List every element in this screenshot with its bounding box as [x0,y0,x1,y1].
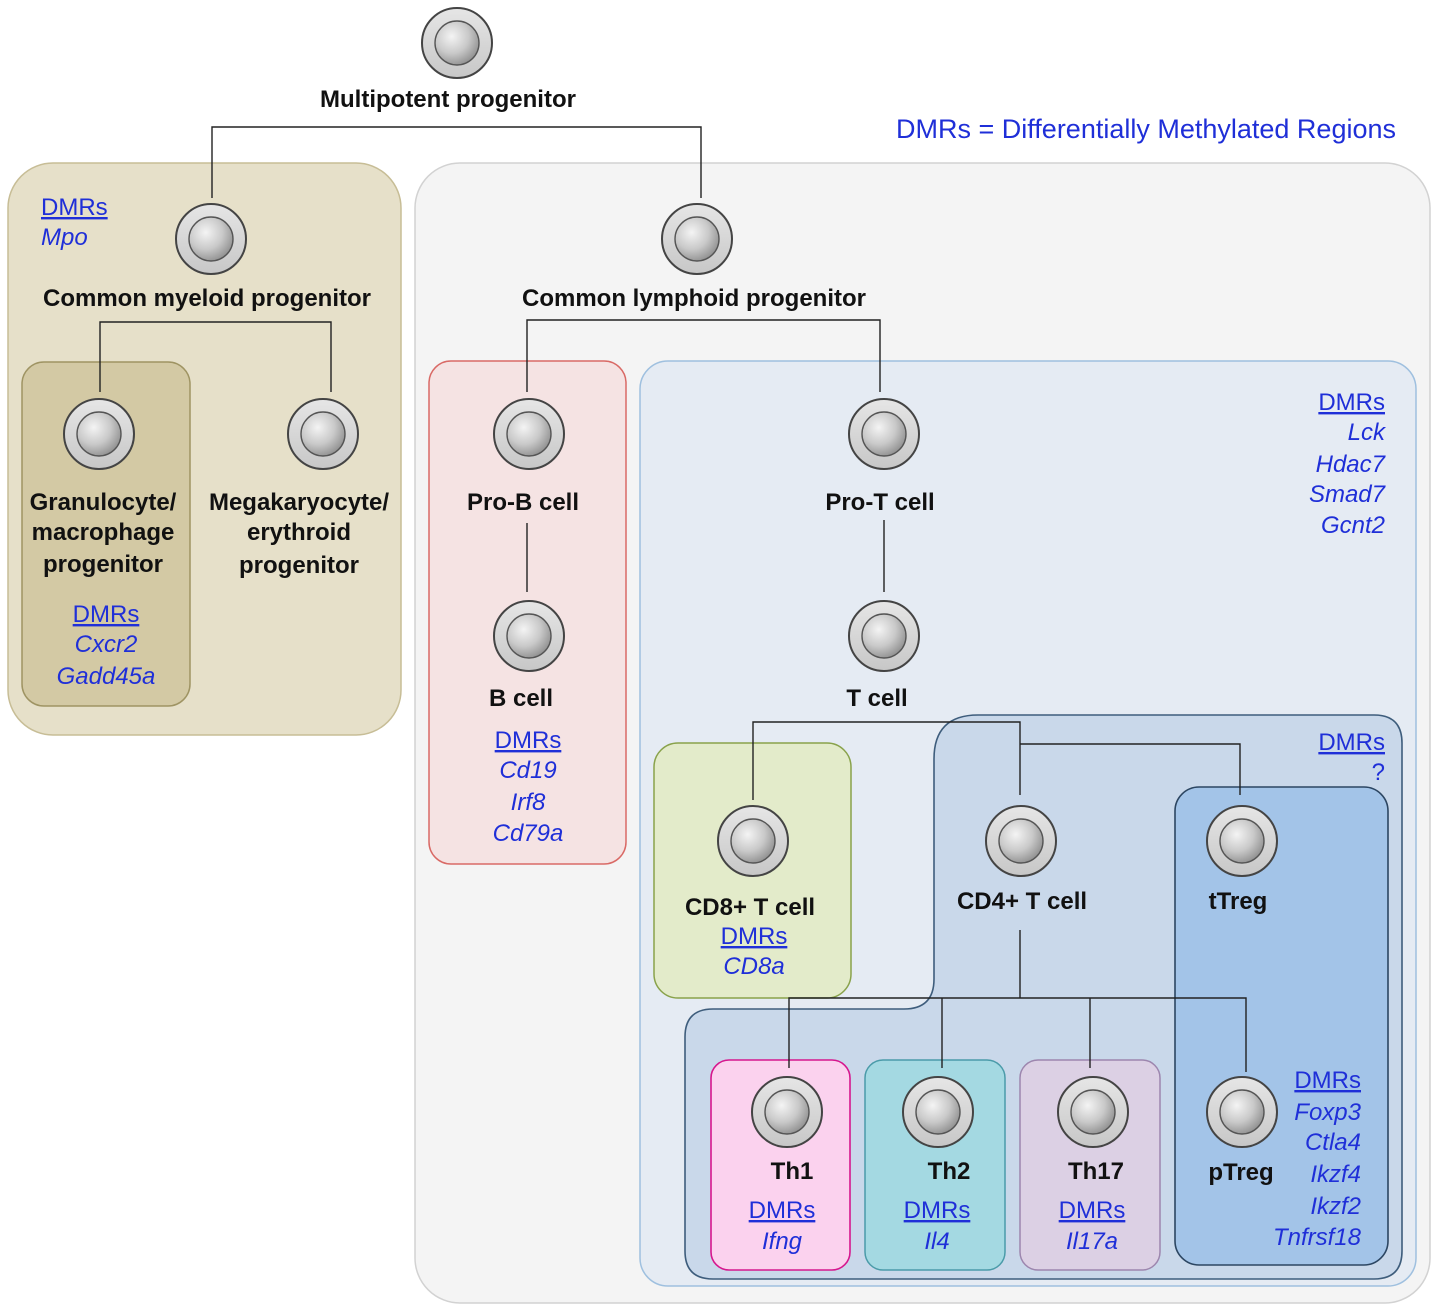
dmr-gene-tcell-2: Hdac7 [1316,451,1387,478]
label-ttreg: tTreg [1209,888,1268,915]
label-multipotent-progenitor: Multipotent progenitor [320,86,576,113]
label-gmp-line2: macrophage [32,519,175,546]
cell-icon-prot [848,398,920,470]
dmrs-heading-th17: DMRs [1059,1197,1126,1224]
dmr-gene-treg-2: Ctla4 [1305,1129,1361,1156]
cell-icon-tcell [848,600,920,672]
dmr-gene-bcell-1: Cd19 [499,757,556,784]
cell-icon-cd4 [985,805,1057,877]
cell-icon-th2 [902,1076,974,1148]
cell-icon-mep [287,398,359,470]
dmr-gene-tcell-1: Lck [1348,419,1387,446]
cell-icon-cmp [175,203,247,275]
label-mep-line1: Megakaryocyte/ [209,489,389,516]
label-th2: Th2 [928,1158,971,1185]
label-mep-line2: erythroid [247,519,351,546]
connector-clp [526,319,881,392]
label-t-cell: T cell [846,685,907,712]
dmr-gene-bcell-2: Irf8 [511,789,546,816]
dmr-gene-treg-3: Ikzf4 [1310,1161,1361,1188]
dmr-gene-treg-1: Foxp3 [1294,1099,1361,1126]
label-cd4-t-cell: CD4+ T cell [957,888,1087,915]
label-common-lymphoid-progenitor: Common lymphoid progenitor [522,285,866,312]
cell-icon-gmp [63,398,135,470]
dmr-gene-tcell-4: Gcnt2 [1321,512,1385,539]
cell-icon-ptreg [1206,1076,1278,1148]
dmr-gene-bcell-3: Cd79a [493,820,564,847]
label-pro-t-cell: Pro-T cell [825,489,934,516]
dmrs-heading-myeloid: DMRs [41,194,108,221]
connector-cd4-split [788,930,1247,1072]
dmrs-heading-cd4-group: DMRs [1318,729,1385,756]
dmr-gene-gmp-2: Gadd45a [57,663,156,690]
connector-t-split [752,721,1021,800]
cell-icon-clp [661,203,733,275]
cell-icon-mpp [421,7,493,79]
dmr-gene-th1: Ifng [762,1228,803,1255]
label-b-cell: B cell [489,685,553,712]
label-th1: Th1 [771,1158,814,1185]
cell-icon-bcell [493,600,565,672]
dmrs-heading-treg: DMRs [1294,1067,1361,1094]
dmrs-heading-th1: DMRs [749,1197,816,1224]
label-pro-b-cell: Pro-B cell [467,489,579,516]
dmr-gene-th2: Il4 [924,1228,949,1255]
label-common-myeloid-progenitor: Common myeloid progenitor [43,285,371,312]
dmr-gene-tcell-3: Smad7 [1309,481,1387,508]
label-th17: Th17 [1068,1158,1124,1185]
gmp-panel [21,361,191,707]
dmrs-heading-cd8: DMRs [721,923,788,950]
connector-ttreg [1020,743,1241,795]
legend-text: DMRs = Differentially Methylated Regions [896,114,1396,144]
cell-icon-th17 [1057,1076,1129,1148]
label-ptreg: pTreg [1208,1159,1273,1186]
connector-cmp [99,321,332,392]
cell-icon-cd8 [717,805,789,877]
dmrs-heading-th2: DMRs [904,1197,971,1224]
label-mep-line3: progenitor [239,552,359,579]
cell-icon-th1 [751,1076,823,1148]
dmrs-heading-bcell: DMRs [495,727,562,754]
dmr-gene-th17: Il17a [1066,1228,1118,1255]
dmr-gene-treg-4: Ikzf2 [1310,1193,1361,1220]
dmr-gene-treg-5: Tnfrsf18 [1273,1224,1362,1251]
dmrs-heading-gmp: DMRs [73,601,140,628]
dmr-gene-cd8: CD8a [723,953,784,980]
cell-icon-ttreg [1206,805,1278,877]
treg-panel [1174,786,1389,1266]
connector-mpp [211,126,702,198]
cell-icon-prob [493,398,565,470]
dmrs-heading-tcell: DMRs [1318,389,1385,416]
dmr-gene-cd4-group: ? [1372,759,1385,786]
label-gmp-line3: progenitor [43,551,163,578]
label-cd8-t-cell: CD8+ T cell [685,894,815,921]
dmr-gene-gmp-1: Cxcr2 [75,631,138,658]
label-gmp-line1: Granulocyte/ [30,489,177,516]
dmr-gene-myeloid: Mpo [41,224,88,251]
